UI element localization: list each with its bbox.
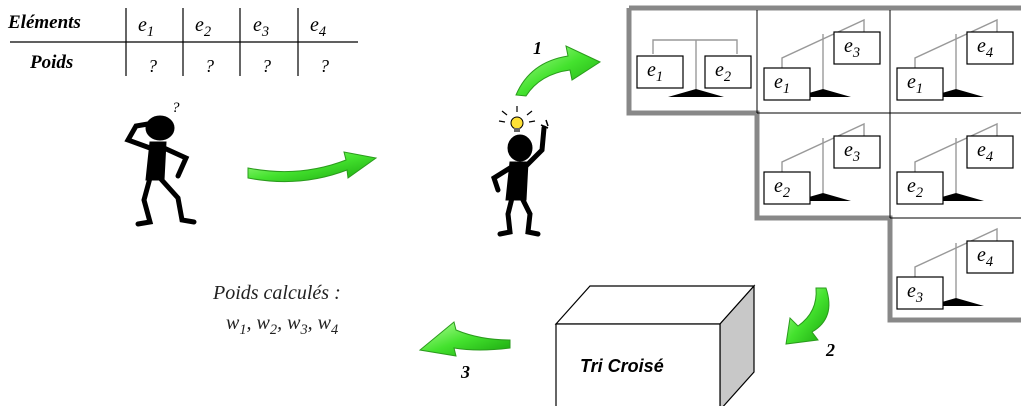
table-element-e2: e2 [195,14,212,40]
arrow-step-2 [785,287,830,345]
scale-left-pan-box [763,171,811,205]
scale-base [668,89,724,97]
scale-arm [914,122,998,174]
scale-element-label: e2 [715,59,732,85]
step-label-2: 2 [826,340,835,360]
table-weight-3: ? [262,56,271,76]
comparison-staircase-border [626,5,1021,323]
thought-question-mark: ? [172,100,180,116]
balance-scale [896,227,1014,310]
scale-left-pan-box [896,67,944,101]
table-weight-2: ? [205,56,214,76]
figure-head [145,115,175,141]
table-element-e4: e4 [310,14,327,40]
scale-left-pan-box [763,67,811,101]
scale-right-pan-box [966,31,1014,65]
result-title: Poids calculés : [213,282,341,304]
scale-element-label: e4 [977,139,994,165]
step-label-3: 3 [461,362,470,382]
balance-scale [896,122,1014,205]
confused-figure [124,115,197,227]
scale-arm [781,18,865,70]
figure-leg-right [157,175,197,225]
box-label: Tri Croisé [580,356,664,376]
tri-croise-box [554,284,756,406]
table-element-e3: e3 [253,14,270,40]
scale-left-pan-box [896,171,944,205]
balance-scale [763,18,881,101]
scale-element-label: e1 [774,71,791,97]
balance-scale [896,18,1014,101]
scale-right-pan-box [966,240,1014,274]
table-header-weights: Poids [30,52,74,73]
scale-arm [652,39,738,54]
scale-element-label: e3 [844,139,861,165]
scale-element-label: e4 [977,244,994,270]
figure-arm-hip [161,145,190,179]
arrow-step-3 [418,321,511,357]
balance-scale [763,122,881,205]
scale-element-label: e4 [977,35,994,61]
scale-element-label: e3 [844,35,861,61]
balance-scale [636,39,752,97]
scale-right-pan-box [704,55,752,89]
table-weight-1: ? [148,56,157,76]
scale-right-pan-box [833,31,881,65]
scale-left-pan-box [896,276,944,310]
scale-arm [914,18,998,70]
figure-arm-raised [124,121,153,151]
table-header-elements: Eléments [8,12,81,33]
scale-right-pan-box [966,135,1014,169]
comparison-grid [756,10,1021,219]
step-label-1: 1 [533,38,542,58]
arrow-think-to-idea [247,151,378,183]
scale-left-pan-box [636,55,684,89]
figure-leg-left [135,175,154,227]
scale-element-label: e1 [907,71,924,97]
idea-figure [491,106,549,237]
scale-right-pan-box [833,135,881,169]
scale-element-label: e1 [647,59,664,85]
table-weight-4: ? [320,56,329,76]
table-element-e1: e1 [138,14,155,40]
scale-arm [781,122,865,174]
lightbulb-icon [498,106,536,132]
scale-element-label: e3 [907,280,924,306]
arrow-step-1 [515,45,602,97]
result-weights: w1, w2, w3, w4 [226,312,339,338]
weights-table [10,8,358,76]
scale-element-label: e2 [774,175,791,201]
scale-element-label: e2 [907,175,924,201]
scale-arm [914,227,998,279]
